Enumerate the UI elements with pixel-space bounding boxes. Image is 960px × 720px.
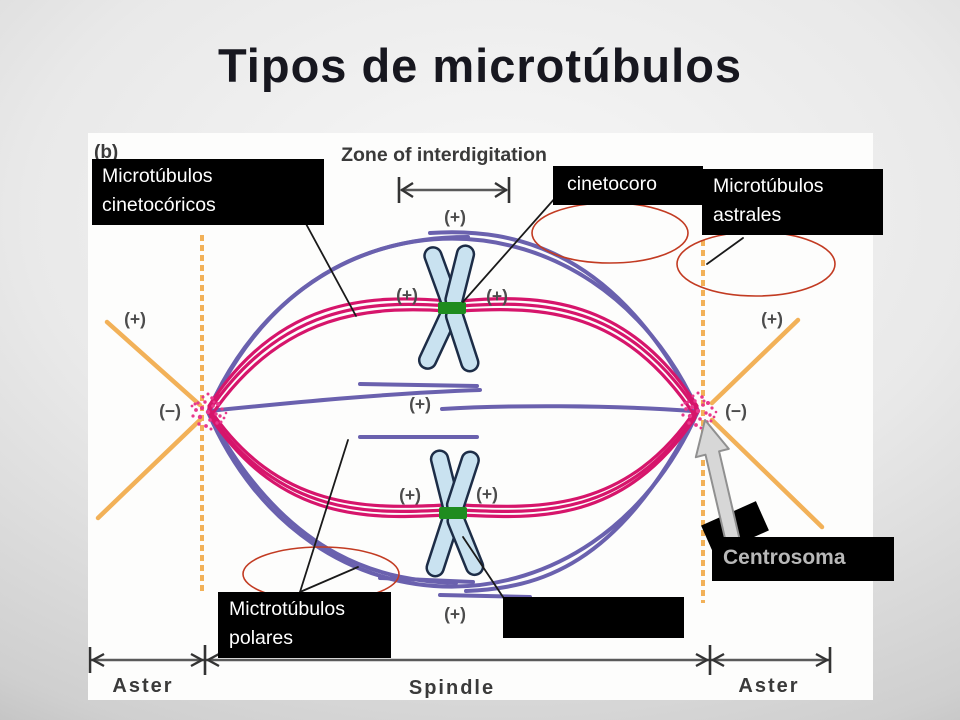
minus-label: (−)	[725, 401, 747, 421]
plus-label: (+)	[444, 207, 466, 227]
panel-label: (b)	[94, 142, 118, 163]
plus-label: (+)	[399, 485, 421, 505]
kinetochore-bottom	[439, 507, 467, 519]
aster-left-label: Aster	[112, 675, 173, 697]
plus-label: (+)	[486, 286, 508, 306]
spindle-label: Spindle	[409, 677, 495, 699]
minus-label: (−)	[159, 401, 181, 421]
zone-label: Zone of interdigitation	[341, 144, 547, 166]
chromosome-top	[417, 244, 480, 373]
plus-label: (+)	[396, 285, 418, 305]
callout-astral-microtubules: Microtúbulos astrales	[702, 169, 883, 235]
aster-right-label: Aster	[738, 675, 799, 697]
callout-kinetochore: cinetocoro	[553, 166, 703, 205]
callout-polar-microtubules: Mictrotúbulos polares	[218, 592, 391, 658]
slide-title: Tipos de microtúbulos	[217, 39, 743, 92]
plus-label: (+)	[761, 309, 783, 329]
plus-label: (+)	[409, 394, 431, 414]
zone-of-interdigitation: Zone of interdigitation	[341, 144, 547, 203]
callout-centrosome: Centrosoma	[712, 537, 894, 581]
plus-label: (+)	[476, 484, 498, 504]
callout-covered-blank	[503, 597, 684, 638]
callout-kinetochore-microtubules: Microtúbulos cinetocóricos	[92, 159, 324, 225]
scale-bar: Aster Spindle Aster	[88, 645, 832, 699]
plus-label: (+)	[124, 309, 146, 329]
kinetochore-top	[438, 302, 466, 314]
plus-label: (+)	[444, 604, 466, 624]
